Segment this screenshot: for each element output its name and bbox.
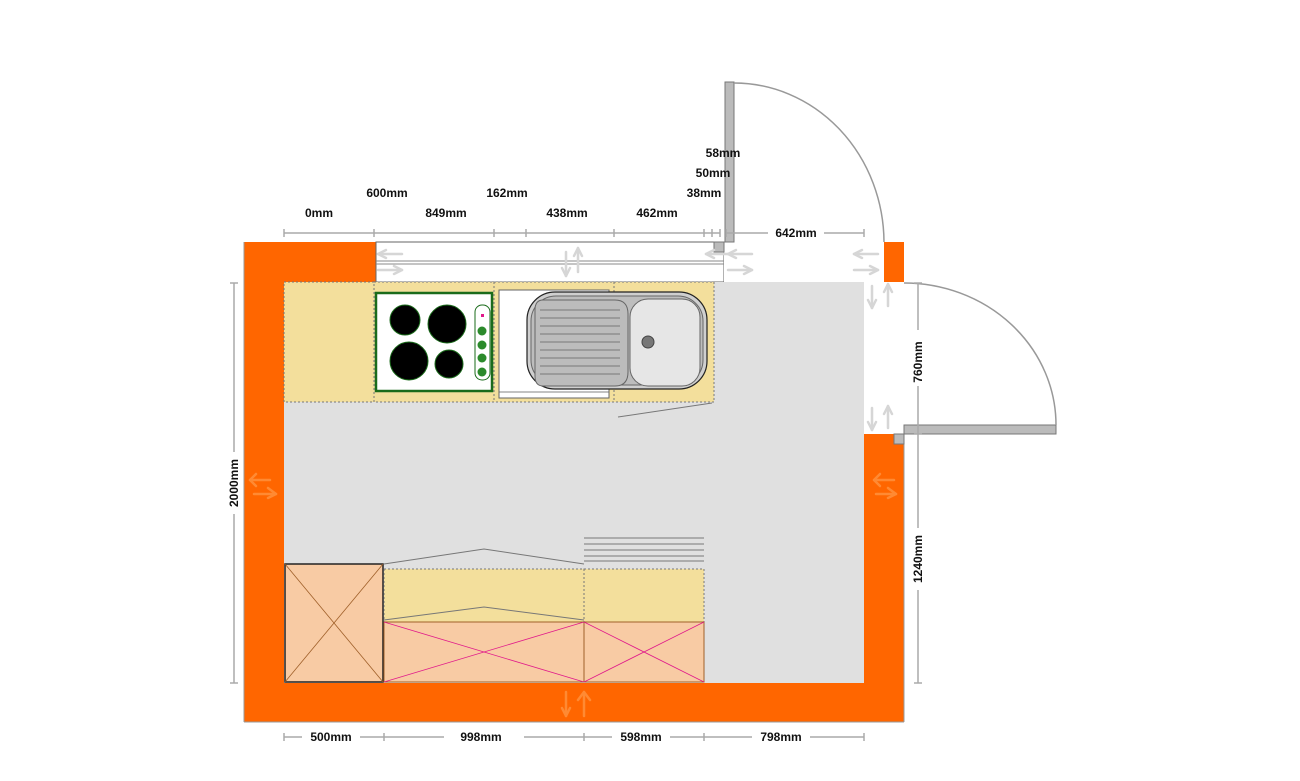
dim-right-760: 760mm — [911, 341, 925, 382]
wall-bottom — [244, 683, 904, 722]
door-swing-icon-right — [893, 282, 1057, 445]
dim-right-1240: 1240mm — [911, 535, 925, 583]
dim-top-462: 462mm — [636, 206, 677, 220]
dim-top-58: 58mm — [706, 146, 741, 160]
dim-top-162: 162mm — [486, 186, 527, 200]
wall-top-left — [244, 242, 376, 282]
dim-bottom-998: 998mm — [460, 730, 501, 744]
dim-left-2000: 2000mm — [227, 459, 241, 507]
wall-arrows — [248, 246, 898, 718]
wall-right-lower — [864, 434, 904, 722]
walls — [243, 242, 905, 723]
bottom-worktop-run — [383, 537, 705, 683]
window-top — [375, 241, 725, 283]
four-ring-hob-icon — [374, 291, 494, 393]
dim-top-50: 50mm — [696, 166, 731, 180]
appliance-cross-icon — [284, 563, 384, 683]
door-swing-icon — [713, 81, 885, 253]
wall-top-right — [884, 242, 904, 282]
dim-bottom-598: 598mm — [620, 730, 661, 744]
dim-door-642: 642mm — [775, 226, 816, 240]
dimension-lines — [226, 224, 926, 747]
dim-top-0: 0mm — [305, 206, 333, 220]
dim-top-849: 849mm — [425, 206, 466, 220]
dim-bottom-798: 798mm — [760, 730, 801, 744]
single-bowl-sink-with-drainer-icon — [498, 289, 708, 399]
dim-bottom-500: 500mm — [310, 730, 351, 744]
doorway-top — [724, 242, 884, 282]
dimension-labels: 0mm 849mm 438mm 462mm 600mm 162mm 38mm 5… — [227, 146, 925, 744]
dim-top-600: 600mm — [366, 186, 407, 200]
cabinet-top-left — [283, 281, 375, 403]
dim-top-38: 38mm — [687, 186, 722, 200]
wall-left — [244, 242, 284, 722]
dim-top-438: 438mm — [546, 206, 587, 220]
